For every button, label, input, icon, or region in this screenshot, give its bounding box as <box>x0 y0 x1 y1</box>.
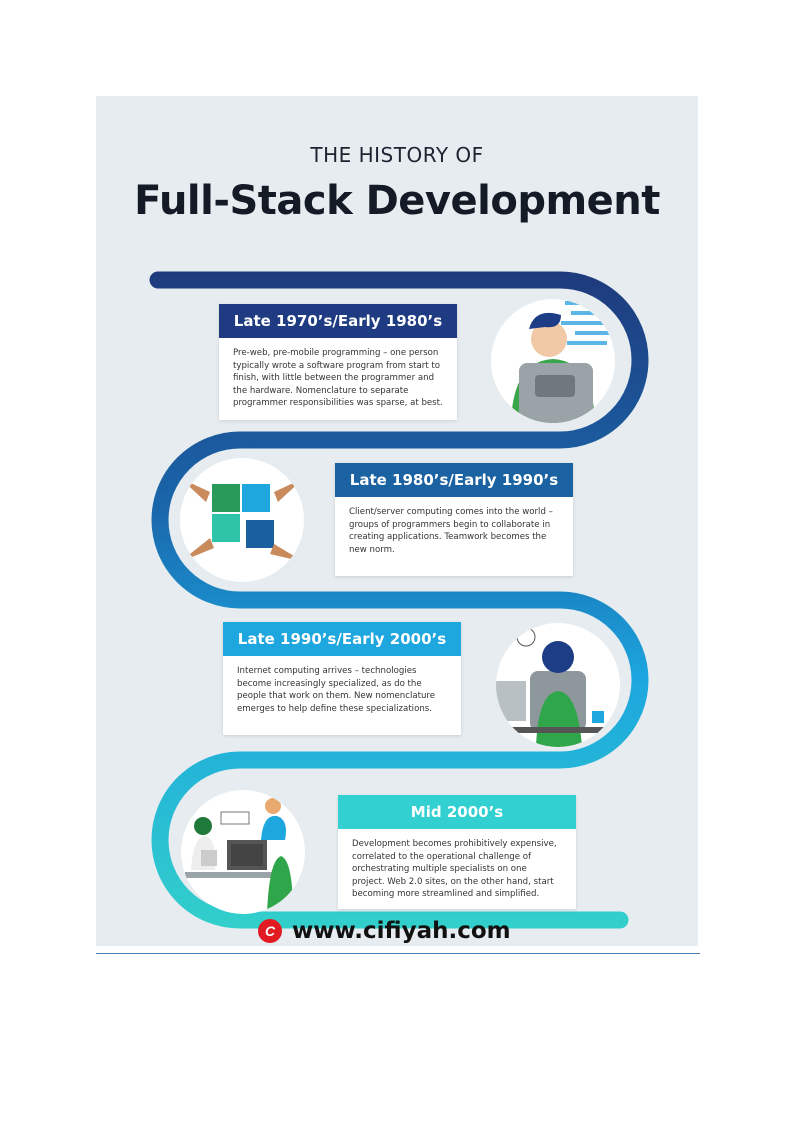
era-title: Late 1970’s/Early 1980’s <box>219 304 457 338</box>
programmer-illustration <box>491 299 615 423</box>
era-title: Late 1980’s/Early 1990’s <box>335 463 573 497</box>
era-description: Internet computing arrives – technologie… <box>237 666 436 714</box>
era-card-3: Late 1990’s/Early 2000’s Internet comput… <box>223 622 461 735</box>
era-description: Development becomes prohibitively expens… <box>352 839 557 900</box>
office-team-illustration <box>181 790 305 914</box>
era-description: Client/server computing comes into the w… <box>349 507 553 555</box>
page-title: Full-Stack Development <box>134 178 660 224</box>
puzzle-teamwork-illustration <box>180 458 304 582</box>
era-card-2: Late 1980’s/Early 1990’s Client/server c… <box>335 463 573 576</box>
title-kicker: THE HISTORY OF <box>310 143 484 167</box>
watermark-logo-icon: C <box>258 919 282 943</box>
era-card-4: Mid 2000’s Development becomes prohibiti… <box>338 795 576 909</box>
divider <box>96 953 700 954</box>
era-title: Late 1990’s/Early 2000’s <box>223 622 461 656</box>
watermark: C www.cifiyah.com <box>258 918 511 944</box>
era-card-1: Late 1970’s/Early 1980’s Pre-web, pre-mo… <box>219 304 457 420</box>
desk-worker-illustration <box>496 623 620 747</box>
era-description: Pre-web, pre-mobile programming – one pe… <box>233 348 443 409</box>
watermark-text: www.cifiyah.com <box>292 918 511 944</box>
era-title: Mid 2000’s <box>338 795 576 829</box>
